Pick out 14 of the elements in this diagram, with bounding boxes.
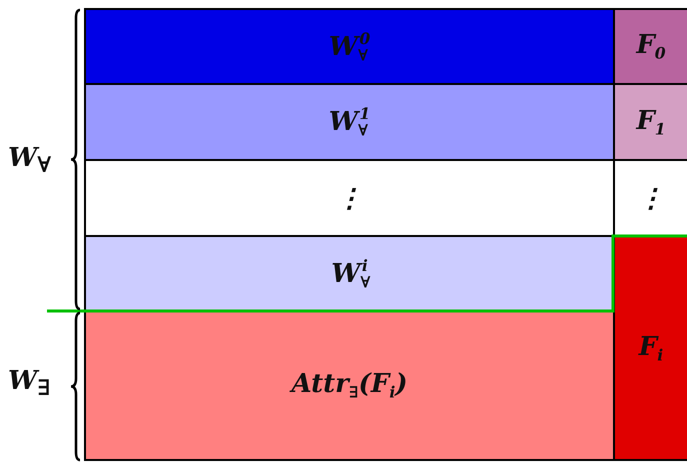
cell-label: F$_{i}$: [638, 332, 664, 364]
table-cell: [84, 8, 615, 85]
cell-label: ⋮: [336, 182, 362, 214]
cell-label: Attr$_{∃}$(F$_{i}$): [291, 369, 408, 402]
cell-label: F$_{0}$: [636, 30, 666, 63]
table-cell: [613, 235, 687, 461]
cell-label: ⋮: [638, 182, 664, 214]
table-cell: [613, 83, 687, 161]
table-cell: [613, 8, 687, 85]
brace-label: W$_{∃}$: [8, 366, 51, 402]
brace-label: W$_{∀}$: [8, 143, 52, 178]
table-cell: [84, 310, 615, 461]
table-cell: [84, 83, 615, 161]
cell-label: F$_{1}$: [636, 106, 666, 138]
